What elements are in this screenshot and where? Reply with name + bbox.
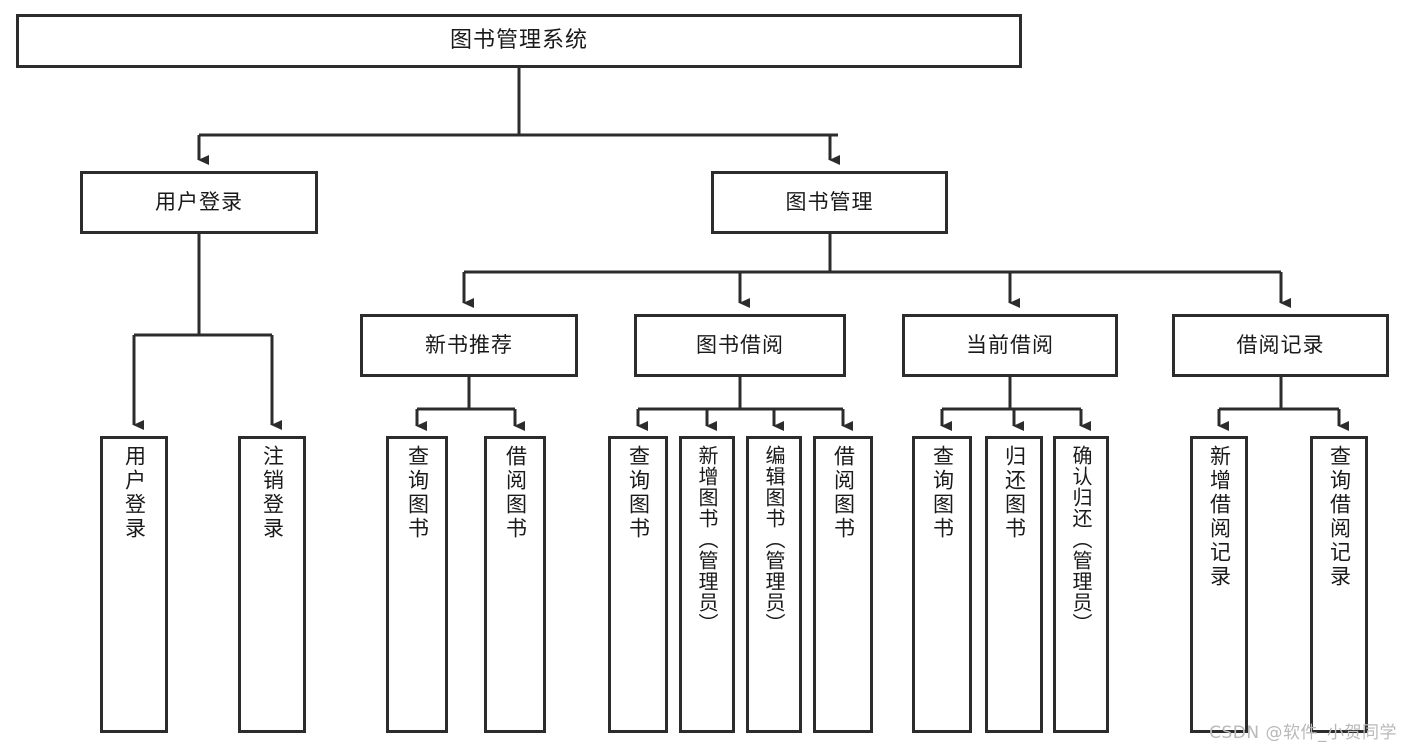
- leaf-edit-book-admin-label: 编辑图书（管理员）: [762, 445, 786, 634]
- leaf-query-book-cb-label: 查询图书: [930, 445, 955, 541]
- node-current-borrow-label: 当前借阅: [966, 333, 1054, 358]
- leaf-query-book-bb-label: 查询图书: [626, 445, 651, 541]
- leaf-logout-label: 注销登录: [260, 445, 285, 541]
- leaf-query-borrow-record-label: 查询借阅记录: [1327, 445, 1352, 589]
- node-root-label: 图书管理系统: [449, 28, 588, 54]
- leaf-user-login-label: 用户登录: [122, 445, 147, 541]
- leaf-query-book-nbr-label: 查询图书: [405, 445, 430, 541]
- node-book-management-label: 图书管理: [785, 190, 874, 215]
- leaf-add-book-admin-label: 新增图书（管理员）: [695, 445, 719, 634]
- leaf-borrow-book-nbr-label: 借阅图书: [503, 445, 528, 541]
- node-borrow-record[interactable]: 借阅记录: [1172, 314, 1389, 377]
- watermark: CSDN @软件_小贺同学: [1209, 723, 1397, 743]
- leaf-return-book[interactable]: 归还图书: [985, 436, 1043, 733]
- node-root[interactable]: 图书管理系统: [16, 14, 1022, 68]
- leaf-edit-book-admin[interactable]: 编辑图书（管理员）: [746, 436, 802, 733]
- leaf-logout[interactable]: 注销登录: [238, 436, 306, 733]
- node-new-book-recommend[interactable]: 新书推荐: [360, 314, 578, 377]
- leaf-add-borrow-record-label: 新增借阅记录: [1207, 445, 1232, 589]
- leaf-confirm-return-admin-label: 确认归还（管理员）: [1069, 445, 1093, 634]
- leaf-borrow-book-bb[interactable]: 借阅图书: [813, 436, 873, 733]
- leaf-query-borrow-record[interactable]: 查询借阅记录: [1310, 436, 1368, 733]
- node-user-login-label: 用户登录: [155, 190, 243, 215]
- node-current-borrow[interactable]: 当前借阅: [902, 314, 1118, 377]
- leaf-query-book-bb[interactable]: 查询图书: [608, 436, 668, 733]
- node-new-book-recommend-label: 新书推荐: [425, 333, 513, 358]
- leaf-borrow-book-bb-label: 借阅图书: [831, 445, 856, 541]
- leaf-add-borrow-record[interactable]: 新增借阅记录: [1190, 436, 1248, 733]
- node-book-borrow-label: 图书借阅: [696, 333, 784, 358]
- leaf-query-book-nbr[interactable]: 查询图书: [386, 436, 448, 733]
- node-borrow-record-label: 借阅记录: [1236, 333, 1325, 358]
- leaf-query-book-cb[interactable]: 查询图书: [912, 436, 972, 733]
- leaf-borrow-book-nbr[interactable]: 借阅图书: [484, 436, 546, 733]
- node-book-management[interactable]: 图书管理: [711, 171, 948, 234]
- leaf-confirm-return-admin[interactable]: 确认归还（管理员）: [1053, 436, 1109, 733]
- node-user-login[interactable]: 用户登录: [80, 171, 318, 234]
- node-book-borrow[interactable]: 图书借阅: [634, 314, 846, 377]
- leaf-add-book-admin[interactable]: 新增图书（管理员）: [679, 436, 735, 733]
- leaf-return-book-label: 归还图书: [1002, 445, 1027, 541]
- leaf-user-login[interactable]: 用户登录: [100, 436, 168, 733]
